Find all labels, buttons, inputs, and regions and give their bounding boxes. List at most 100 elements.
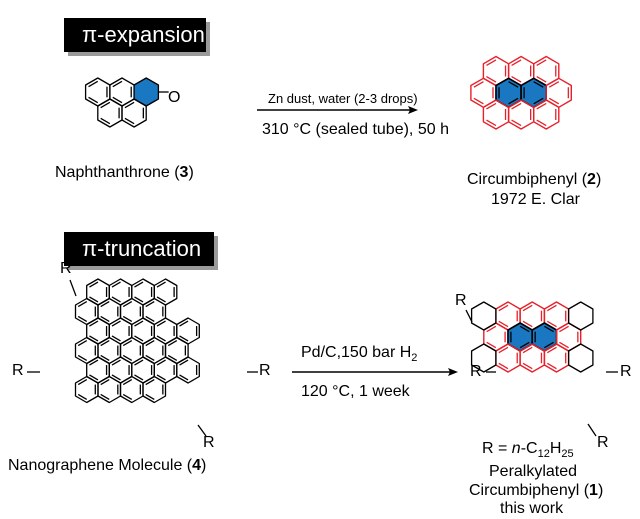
- peralkylated-double-bond: [559, 341, 569, 349]
- peralkylated-double-bond: [498, 362, 509, 370]
- peralkylated-double-bond: [498, 304, 509, 312]
- clar-credit: 1972 E. Clar: [491, 191, 580, 208]
- pi-truncation-banner: π-truncation: [64, 232, 214, 266]
- nanographene-double-bond: [77, 379, 88, 386]
- nanographene-double-bond: [134, 296, 144, 303]
- circumbiphenyl-double-bond: [473, 81, 484, 88]
- circumbiphenyl-double-bond: [533, 97, 544, 105]
- nanographene-double-bond: [122, 354, 133, 361]
- nanographene-double-bond: [89, 335, 99, 342]
- naphthanthrone-double-bond: [112, 80, 123, 88]
- nanographene-double-bond: [77, 315, 88, 322]
- nanographene-double-bond: [167, 354, 178, 361]
- r-label-prod-left: R: [470, 363, 482, 380]
- nanographene-double-bond: [77, 354, 88, 361]
- r-label-nano-left: R: [12, 362, 24, 379]
- bottom-conditions-line2: 120 °C, 1 week: [301, 383, 410, 400]
- nanographene-ring: [74, 375, 99, 404]
- pi-expansion-label: π-expansion: [82, 22, 205, 47]
- nanographene-double-bond: [156, 320, 166, 327]
- r-label-nano-bottom: R: [203, 434, 215, 451]
- nanographene-double-bond: [100, 315, 110, 322]
- circumbiphenyl-ring: [482, 99, 510, 130]
- nanographene-double-bond: [111, 359, 121, 366]
- peralkylated-ring: [470, 301, 497, 331]
- nanographene-double-bond: [122, 315, 133, 322]
- nanographene-double-bond: [179, 335, 189, 342]
- nanographene-ring: [119, 375, 144, 404]
- nanographene-double-bond: [111, 320, 121, 327]
- peralkylated-double-bond: [498, 320, 509, 328]
- nanographene-double-bond: [179, 320, 189, 327]
- nanographene-double-bond: [111, 374, 121, 381]
- r-bond: [197, 424, 207, 437]
- nanographene-double-bond: [100, 379, 110, 386]
- naphthanthrone-double-bond: [124, 117, 135, 125]
- peralkylated-line2: Circumbiphenyl (1): [469, 482, 604, 499]
- r-label-prod-top: R: [455, 292, 467, 309]
- pi-expansion-banner: π-expansion: [64, 18, 206, 52]
- circumbiphenyl-double-bond: [511, 59, 522, 67]
- nanographene-double-bond: [134, 281, 144, 288]
- nanographene-double-bond: [122, 393, 133, 400]
- nanographene-double-bond: [122, 379, 133, 386]
- nanographene-double-bond: [156, 359, 166, 366]
- r-bond: [587, 423, 597, 437]
- top-conditions-line1: Zn dust, water (2-3 drops): [268, 91, 418, 106]
- nanographene-double-bond: [145, 315, 155, 322]
- nanographene-double-bond: [145, 379, 155, 386]
- peralkylated-ring: [567, 301, 594, 331]
- naphthanthrone-double-bond: [112, 96, 123, 104]
- peralkylated-double-bond: [546, 320, 557, 328]
- nanographene-double-bond: [89, 281, 99, 288]
- nanographene-double-bond: [156, 296, 166, 303]
- nanographene-double-bond: [145, 340, 155, 347]
- circumbiphenyl-label: Circumbiphenyl (2): [467, 171, 602, 188]
- circumbiphenyl-double-bond: [536, 75, 547, 83]
- nanographene-double-bond: [145, 301, 155, 308]
- nanographene-double-bond: [179, 374, 189, 381]
- circumbiphenyl-double-bond: [473, 97, 484, 105]
- r-definition: R = n-C12H25: [482, 440, 574, 461]
- nanographene-double-bond: [122, 340, 133, 347]
- peralkylated-ring: [567, 343, 594, 373]
- nanographene-double-bond: [156, 335, 166, 342]
- nanographene-double-bond: [156, 374, 166, 381]
- nanographene-double-bond: [167, 340, 178, 347]
- peralkylated-double-bond: [544, 325, 554, 333]
- nanographene-ring: [176, 356, 200, 384]
- circumbiphenyl-double-bond: [508, 81, 519, 88]
- bottom-conditions-line1: Pd/C,150 bar H2: [301, 344, 418, 365]
- bottom-reaction-arrow: [292, 368, 458, 376]
- oxygen-label: O: [168, 89, 181, 106]
- nanographene-double-bond: [179, 359, 189, 366]
- nanographene-double-bond: [77, 340, 88, 347]
- naphthanthrone-double-bond: [100, 117, 111, 125]
- circumbiphenyl-double-bond: [536, 102, 547, 110]
- peralkylated-line1: Peralkylated: [489, 463, 578, 480]
- nanographene-double-bond: [89, 320, 99, 327]
- nanographene-ring: [97, 375, 122, 404]
- nanographene-double-bond: [122, 301, 133, 308]
- nanographene-double-bond: [100, 301, 110, 308]
- circumbiphenyl-double-bond: [548, 97, 560, 105]
- nanographene-double-bond: [100, 393, 110, 400]
- nanographene-double-bond: [100, 354, 110, 361]
- peralkylated-double-bond: [544, 341, 554, 349]
- naphthanthrone-double-bond: [100, 101, 111, 109]
- nanographene-double-bond: [134, 320, 144, 327]
- peralkylated-double-bond: [546, 304, 557, 312]
- circumbiphenyl-double-bond: [548, 81, 560, 88]
- circumbiphenyl-double-bond: [533, 81, 544, 88]
- nanographene-double-bond: [134, 374, 144, 381]
- nanographene-double-bond: [77, 301, 88, 308]
- peralkylated-ring: [495, 343, 521, 373]
- nanographene-ring: [142, 375, 167, 404]
- circumbiphenyl-double-bond: [486, 75, 497, 83]
- circumbiphenyl-ring: [507, 99, 535, 130]
- circumbiphenyl-double-bond: [508, 97, 519, 105]
- circumbiphenyl-double-bond: [486, 59, 497, 67]
- circumbiphenyl-ring: [533, 99, 560, 130]
- r-bond: [465, 309, 473, 323]
- nanographene-label: Nanographene Molecule (4): [8, 457, 207, 474]
